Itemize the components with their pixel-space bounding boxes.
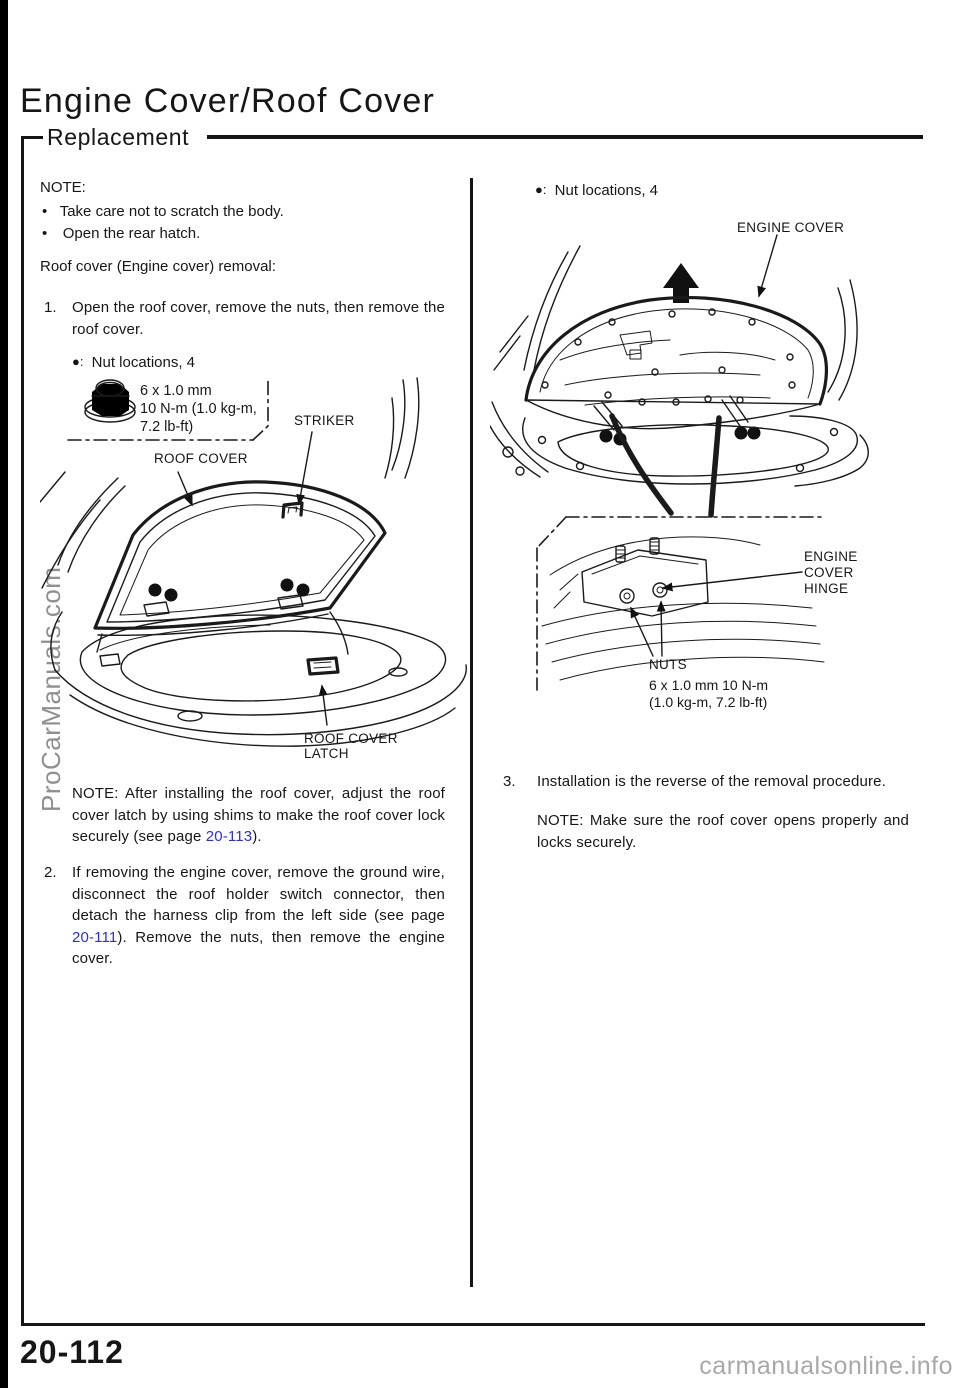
note-heading: NOTE:	[40, 179, 86, 196]
nut-spec-line3: 7.2 lb-ft)	[140, 419, 194, 435]
box-left-border	[21, 136, 24, 1326]
page-ref-link-20-113[interactable]: 20-113	[205, 828, 253, 845]
roof-cover-diagram	[40, 376, 467, 747]
page-title: Engine Cover/Roof Cover	[20, 82, 436, 120]
up-arrow-icon	[663, 263, 699, 303]
bullet-icon: •	[42, 225, 48, 242]
hinge-nuts	[619, 582, 668, 604]
nuts-spec-line2: (1.0 kg-m, 7.2 lb-ft)	[649, 694, 768, 710]
hinge-studs	[615, 537, 660, 563]
section-title: Replacement	[47, 124, 190, 150]
note-bullet-1: • Take care not to scratch the body.	[42, 201, 442, 223]
box-bottom-border	[21, 1323, 925, 1326]
bullet-icon: •	[42, 203, 48, 220]
roof-cover-latch-label: ROOF COVER LATCH	[304, 731, 398, 761]
engine-cover-hinge-label: ENGINE COVER HINGE	[804, 549, 858, 596]
step3-note: NOTE: Make sure the roof cover opens pro…	[537, 812, 909, 851]
step2-number: 2.	[44, 864, 57, 881]
note-bullet-1-text: Take care not to scratch the body.	[59, 203, 284, 220]
step1-number: 1.	[44, 299, 57, 316]
install-note: NOTE: After installing the roof cover, a…	[72, 785, 445, 845]
column-divider	[470, 178, 473, 1287]
section-rule	[207, 135, 923, 139]
nut-spec-line2: 10 N-m (1.0 kg-m,	[140, 401, 257, 417]
step3-text: Installation is the reverse of the remov…	[537, 773, 886, 790]
section-bracket-tick	[21, 136, 43, 139]
nut-locations-label: Nut locations, 4	[91, 354, 196, 371]
nuts-label: NUTS	[649, 657, 687, 672]
removal-heading: Roof cover (Engine cover) removal:	[40, 258, 276, 275]
nut-locations-line-right: ●: Nut locations, 4	[535, 182, 658, 199]
nut-location-marker: ●:	[535, 182, 547, 197]
nut-locations-label: Nut locations, 4	[554, 182, 659, 199]
nut-location-marker: ●:	[72, 354, 84, 369]
note-bullet-2: • Open the rear hatch.	[42, 223, 442, 245]
step1-text: Open the roof cover, remove the nuts, th…	[72, 299, 445, 338]
bottom-watermark: carmanualsonline.info	[699, 1352, 953, 1380]
roof-cover-label: ROOF COVER	[154, 451, 248, 466]
engine-cover-label: ENGINE COVER	[737, 220, 845, 235]
flange-nut-icon	[84, 379, 136, 423]
step2-text: If removing the engine cover, remove the…	[72, 864, 445, 967]
engine-cover-diagram	[490, 234, 869, 691]
note-bullet-2-text: Open the rear hatch.	[62, 225, 201, 242]
page-number: 20-112	[20, 1334, 124, 1370]
nut-spec-line1: 6 x 1.0 mm	[140, 383, 212, 399]
step3-number: 3.	[503, 773, 516, 790]
nut-locations-line: ●: Nut locations, 4	[72, 354, 195, 371]
page-ref-link-20-111[interactable]: 20-111	[72, 928, 118, 946]
nuts-spec-line1: 6 x 1.0 mm 10 N-m	[649, 677, 769, 693]
striker-label: STRIKER	[294, 413, 355, 428]
scan-edge-strip	[0, 0, 8, 1388]
